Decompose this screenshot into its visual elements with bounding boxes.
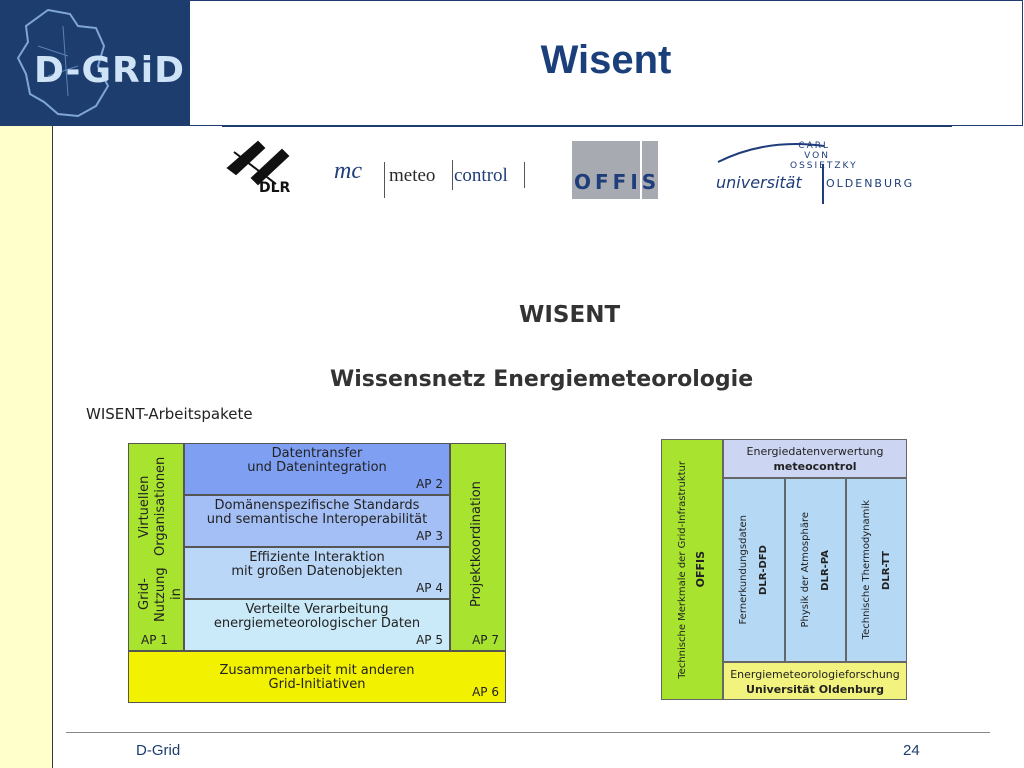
ap1-code: AP 1 xyxy=(141,633,168,647)
uni-oldenburg-logo-word: universität xyxy=(716,173,802,192)
org-top-org: meteocontrol xyxy=(773,460,857,473)
ap1-title-line2: Virtuellen Organisationen xyxy=(137,456,168,557)
meteocontrol-logo-separator xyxy=(452,160,453,190)
work-package-ap5: Verteilte Verarbeitung energiemeteorolog… xyxy=(184,599,450,651)
page-number: 24 xyxy=(903,742,920,759)
work-package-ap7: Projektkoordination AP 7 xyxy=(450,443,506,651)
project-full-name: Wissensnetz Energiemeteorologie xyxy=(330,367,754,392)
ap7-code: AP 7 xyxy=(472,633,499,647)
meteocontrol-logo-end-bar xyxy=(524,162,525,188)
ap4-title-line2: mit großen Datenobjekten xyxy=(231,564,403,579)
meteocontrol-logo-word-meteo: meteo xyxy=(389,165,436,186)
germany-map-icon xyxy=(16,8,110,118)
ap6-code: AP 6 xyxy=(472,685,499,699)
dlr-logo-text: DLR xyxy=(259,180,291,196)
org-box-dlr-dfd: Fernerkundungsdaten DLR-DFD xyxy=(723,478,785,662)
work-package-ap3: Domänenspezifische Standards und semanti… xyxy=(184,495,450,547)
ap2-code: AP 2 xyxy=(416,477,443,491)
org-bottom-topic: Energiemeteorologieforschung xyxy=(730,668,900,681)
work-package-ap4: Effiziente Interaktion mit großen Dateno… xyxy=(184,547,450,599)
ap5-title: Verteilte Verarbeitung energiemeteorolog… xyxy=(185,603,449,631)
org-box-dlr-pa: Physik der Atmosphäre DLR-PA xyxy=(785,478,846,662)
d-grid-logo-text: D-GRiD xyxy=(34,50,185,91)
ap1-title-line1: Grid-Nutzung in xyxy=(137,567,184,622)
org-left-topic: Technische Merkmale der Grid-Infrastrukt… xyxy=(677,460,688,679)
ap6-title-line1: Zusammenarbeit mit anderen xyxy=(219,663,415,678)
org-box-offis: Technische Merkmale der Grid-Infrastrukt… xyxy=(661,439,723,700)
meteocontrol-logo-divider xyxy=(384,162,385,198)
work-packages-label: WISENT-Arbeitspakete xyxy=(86,405,253,423)
ap2-title-line1: Datentransfer xyxy=(271,446,363,461)
org-left-text: Technische Merkmale der Grid-Infrastrukt… xyxy=(662,440,722,699)
ap3-code: AP 3 xyxy=(416,529,443,543)
ap4-title-line1: Effiziente Interaktion xyxy=(249,550,385,565)
uni-logo-bar xyxy=(822,164,824,204)
org-c3-org: DLR-TT xyxy=(880,550,892,590)
org-box-meteocontrol: Energiedatenverwertung meteocontrol xyxy=(723,439,907,478)
ap5-title-line1: Verteilte Verarbeitung xyxy=(245,602,389,617)
org-bottom-org: Universität Oldenburg xyxy=(746,683,884,696)
uni-logo-line-carl: CARL xyxy=(798,141,830,151)
ap2-title-line2: und Datenintegration xyxy=(247,460,387,475)
org-c1-topic: Fernerkundungsdaten xyxy=(738,515,749,625)
ap3-title-line2: und semantische Interoperabilität xyxy=(206,512,428,527)
d-grid-logo-panel: D-GRiD xyxy=(0,0,190,126)
work-package-ap2: Datentransfer und Datenintegration AP 2 xyxy=(184,443,450,495)
org-box-uni-oldenburg: Energiemeteorologieforschung Universität… xyxy=(723,662,907,700)
meteocontrol-logo-mark: mc xyxy=(334,158,362,184)
dlr-logo-icon xyxy=(226,140,290,186)
work-package-ap6: Zusammenarbeit mit anderen Grid-Initiati… xyxy=(128,651,506,703)
ap5-title-line2: energiemeteorologischer Daten xyxy=(213,616,421,631)
org-c1-text: Fernerkundungsdaten DLR-DFD xyxy=(724,479,784,661)
slide-title: Wisent xyxy=(540,38,672,82)
org-c1-org: DLR-DFD xyxy=(758,545,769,595)
left-sidebar xyxy=(0,126,53,768)
offis-logo xyxy=(572,141,658,199)
offis-logo-stripe xyxy=(640,141,642,199)
org-c3-topic: Technische Thermodynamik xyxy=(860,500,872,640)
ap4-title: Effiziente Interaktion mit großen Dateno… xyxy=(185,551,449,579)
header-frame xyxy=(190,0,1023,126)
header-divider xyxy=(222,126,952,127)
org-c3-text: Technische Thermodynamik DLR-TT xyxy=(847,479,906,661)
meteocontrol-logo-word-control: control xyxy=(454,165,508,186)
org-top-topic: Energiedatenverwertung xyxy=(746,445,884,458)
ap3-title-line1: Domänenspezifische Standards xyxy=(214,498,420,513)
footer-divider xyxy=(66,732,990,733)
org-left-org: OFFIS xyxy=(694,551,707,588)
org-box-dlr-tt: Technische Thermodynamik DLR-TT xyxy=(846,478,907,662)
ap1-title: Grid-Nutzung in Virtuellen Organisatione… xyxy=(137,452,184,628)
ap3-title: Domänenspezifische Standards und semanti… xyxy=(185,499,449,527)
org-top-text: Energiedatenverwertung meteocontrol xyxy=(724,444,906,474)
uni-oldenburg-logo-city: OLDENBURG xyxy=(826,177,915,190)
ap6-title: Zusammenarbeit mit anderen Grid-Initiati… xyxy=(129,664,505,692)
ap5-code: AP 5 xyxy=(416,633,443,647)
ap4-code: AP 4 xyxy=(416,581,443,595)
uni-logo-arc-icon xyxy=(717,143,825,163)
ap6-title-line2: Grid-Initiativen xyxy=(268,677,366,692)
org-c2-text: Physik der Atmosphäre DLR-PA xyxy=(786,479,845,661)
offis-logo-text: OFFIS xyxy=(574,170,661,194)
org-bottom-text: Energiemeteorologieforschung Universität… xyxy=(724,667,906,697)
footer-label: D-Grid xyxy=(136,742,181,759)
uni-logo-line-von: VON xyxy=(804,151,830,161)
ap2-title: Datentransfer und Datenintegration xyxy=(185,447,449,475)
org-c2-org: DLR-PA xyxy=(819,549,831,591)
ap7-title: Projektkoordination xyxy=(469,481,484,607)
org-c2-topic: Physik der Atmosphäre xyxy=(799,512,811,628)
project-name: WISENT xyxy=(519,302,621,328)
work-package-ap1: Grid-Nutzung in Virtuellen Organisatione… xyxy=(128,443,184,651)
